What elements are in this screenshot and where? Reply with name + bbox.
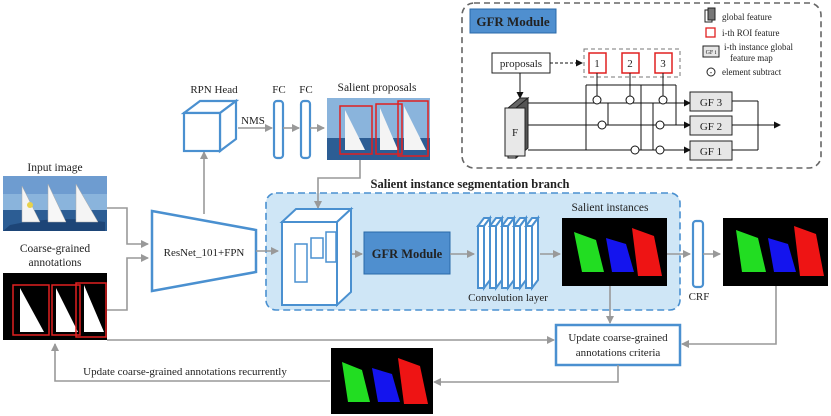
branch-title: Salient instance segmentation branch: [371, 177, 570, 191]
legend-roi-feature: i-th ROI feature: [722, 28, 779, 38]
backbone-block: [150, 209, 258, 293]
subtract-icon: [706, 67, 716, 77]
roi-label-2: 2: [627, 58, 633, 70]
updated-annotations-image: [331, 348, 433, 414]
gfr-detail-title-box: [469, 8, 557, 34]
roi-group: [583, 48, 681, 78]
gfr-legend: global feature i-th ROI feature GF i i-t…: [702, 7, 793, 77]
roi-feature-block: [279, 206, 354, 308]
gf-label-2: GF 2: [700, 121, 722, 133]
convolution-layer-label: Convolution layer: [468, 292, 548, 304]
salient-proposals-image: [327, 98, 430, 160]
gfr-detail-title: GFR Module: [476, 14, 550, 29]
rpn-head-block: [180, 98, 240, 154]
crf-label: CRF: [689, 291, 710, 303]
roi-feature-icon: [705, 27, 716, 38]
coarse-annotations-label-1: Coarse-grained: [20, 243, 90, 255]
backbone-label: ResNet_101+FPN: [164, 247, 245, 259]
legend-instance-global-1: i-th instance global: [724, 42, 793, 52]
rpn-head-label: RPN Head: [190, 84, 238, 96]
legend-global-feature: global feature: [722, 12, 772, 22]
crf-block: [691, 219, 705, 289]
salient-instances-label: Salient instances: [572, 202, 649, 214]
legend-element-subtract: element subtract: [722, 67, 782, 77]
fc1-label: FC: [272, 84, 285, 96]
coarse-annotations-label-2: annotations: [28, 257, 82, 269]
legend-subtract-symbol: -: [710, 68, 713, 77]
feature-map-f: F: [504, 96, 530, 160]
update-criteria-label-1: Update coarse-grained: [568, 332, 668, 344]
feature-map-label: F: [512, 127, 518, 139]
coarse-annotations-image: [3, 273, 107, 340]
update-recurrently-label: Update coarse-grained annotations recurr…: [83, 366, 287, 378]
fc2-block: [299, 99, 312, 160]
nms-label: NMS: [241, 115, 265, 127]
gfr-module-label: GFR Module: [372, 247, 443, 261]
input-image-label: Input image: [27, 162, 82, 174]
proposals-label: proposals: [500, 58, 542, 70]
input-image: [3, 176, 107, 231]
salient-instances-image: [562, 218, 667, 286]
global-feature-icon: [704, 7, 716, 23]
legend-gf-i: GF i: [706, 50, 717, 56]
fc2-label: FC: [299, 84, 312, 96]
salient-proposals-label: Salient proposals: [338, 82, 417, 94]
convolution-layer-block: [476, 215, 540, 291]
legend-instance-global-2: feature map: [730, 53, 773, 63]
refined-instances-image: [723, 218, 828, 286]
roi-label-1: 1: [594, 58, 600, 70]
update-criteria-label-2: annotations criteria: [576, 347, 661, 359]
roi-label-3: 3: [660, 58, 666, 70]
gf-label-1: GF 1: [700, 146, 722, 158]
gfr-detail-panel: GFR Module proposals 1 2 3 F: [461, 2, 822, 169]
gf-label-3: GF 3: [700, 97, 723, 109]
gfr-module-block: [363, 231, 451, 275]
fc1-block: [272, 99, 285, 160]
gf-i-icon: [702, 45, 720, 58]
update-criteria-box: [554, 323, 682, 367]
